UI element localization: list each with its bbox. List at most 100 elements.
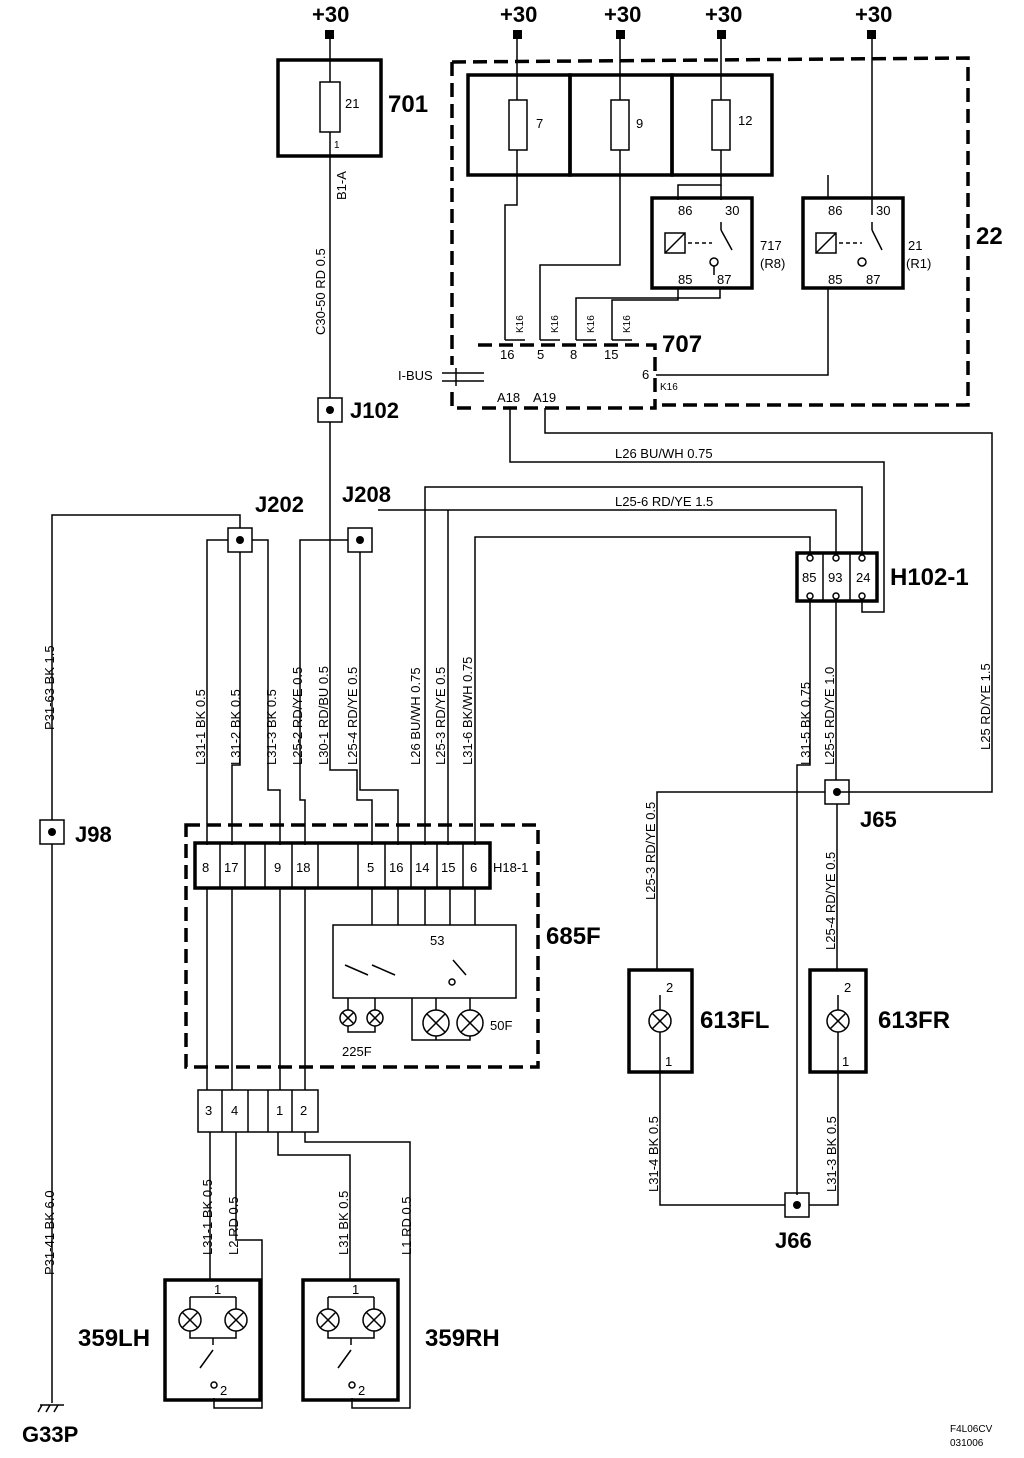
wire-l25-3: L25-3 RD/YE 0.5 (433, 667, 448, 765)
junction-j102: J102 (317, 397, 399, 423)
junction-j66: J66 (775, 1192, 812, 1253)
wire-l31-2: L31-2 BK 0.5 (228, 689, 243, 765)
wire-l25-6: L25-6 RD/YE 1.5 (615, 494, 713, 509)
wire-fl-bot: L31-4 BK 0.5 (646, 1116, 661, 1192)
k16-a: K16 (515, 315, 526, 333)
lower-pin4: 4 (231, 1103, 238, 1118)
junction-j208: J208 (342, 482, 391, 553)
lamp-359rh-pin2: 2 (358, 1383, 365, 1398)
lamp-359lh: 1 2 359LH (78, 1278, 262, 1402)
supply-label-12: +30 (705, 2, 742, 27)
wire-l31-5: L31-5 BK 0.75 (798, 682, 813, 765)
wire-fr-top: L25-4 RD/YE 0.5 (823, 852, 838, 950)
wire-rh-a: L31 BK 0.5 (336, 1191, 351, 1255)
lamp-359rh-label: 359RH (425, 1325, 500, 1352)
lower-pin1: 1 (276, 1103, 283, 1118)
relay-717-pin85: 85 (678, 272, 692, 287)
lamp-359lh-label: 359LH (78, 1325, 150, 1352)
supply-label-7: +30 (500, 2, 537, 27)
wire-l25: L25 RD/YE 1.5 (978, 663, 993, 750)
lamp-613fl-pin1: 1 (665, 1054, 672, 1069)
wire-l30-1: L30-1 RD/BU 0.5 (316, 666, 331, 765)
wire-fr-bot: L31-3 BK 0.5 (824, 1116, 839, 1192)
lamp-359rh-pin1: 1 (352, 1282, 359, 1297)
wire-l25-5: L25-5 RD/YE 1.0 (822, 667, 837, 765)
relay-717-pin30: 30 (725, 203, 739, 218)
relay-717: 86 30 85 87 717 (R8) (575, 196, 785, 340)
h102-pin85: 85 (802, 570, 816, 585)
relay-717-sub: (R8) (760, 256, 785, 271)
lamp-50f-b (456, 1009, 484, 1037)
h18-pin16: 16 (389, 860, 403, 875)
module-707-pin16: 16 (500, 347, 514, 362)
wire-b1a: B1-A (334, 171, 349, 200)
module-707-pin8: 8 (570, 347, 577, 362)
lamp-225f-b (366, 1009, 384, 1027)
h18-pin8: 8 (202, 860, 209, 875)
lamp-359lh-pin2: 2 (220, 1383, 227, 1398)
module-707-a19: A19 (533, 390, 556, 405)
h18-pin18: 18 (296, 860, 310, 875)
wire-lh-a: L31-1 BK 0.5 (200, 1179, 215, 1255)
module-707-label: 707 (662, 331, 702, 358)
relay-717-pin86: 86 (678, 203, 692, 218)
lamp-613fr-label: 613FR (878, 1007, 950, 1034)
h18-pin15: 15 (441, 860, 455, 875)
j202-label: J202 (255, 492, 304, 517)
relay-21-pin85: 85 (828, 272, 842, 287)
j208-label: J208 (342, 482, 391, 507)
junction-j98: J98 (39, 819, 112, 847)
wire-l26: L26 BU/WH 0.75 (408, 667, 423, 765)
wire-l31-3: L31-3 BK 0.5 (264, 689, 279, 765)
connector-lower: 3 4 1 2 (197, 1089, 319, 1133)
lamp-613fl: 2 1 613FL (627, 968, 769, 1074)
relay-21-pin86: 86 (828, 203, 842, 218)
lamp-359rh: 1 2 359RH (301, 1278, 500, 1402)
fusebox-22: 22 7 9 12 (450, 56, 1003, 410)
h18-label: H18-1 (493, 860, 528, 875)
ground-label: G33P (22, 1422, 78, 1447)
h18-pin14: 14 (415, 860, 429, 875)
wire-l25-2: L25-2 RD/YE 0.5 (290, 667, 305, 765)
connector-h102-1: 85 93 24 H102-1 (795, 551, 969, 603)
relay-21: 86 30 85 87 21 (R1) (656, 175, 931, 376)
wire-c30: C30-50 RD 0.5 (313, 248, 328, 335)
k16-c: K16 (586, 315, 597, 333)
ibus-label: I-BUS (398, 368, 433, 383)
lamp-50f-label: 50F (490, 1018, 512, 1033)
wire-fl-top: L25-3 RD/YE 0.5 (643, 802, 658, 900)
lamp-613fl-label: 613FL (700, 1007, 769, 1034)
junction-j65: J65 (824, 779, 897, 832)
relay-21-pin30: 30 (876, 203, 890, 218)
fuse-701-number: 21 (345, 96, 359, 111)
relay-717-pin87: 87 (717, 272, 731, 287)
supply-label-9: +30 (604, 2, 641, 27)
relay-21-sub: (R1) (906, 256, 931, 271)
fuse-9-label: 9 (636, 116, 643, 131)
lamp-359lh-pin1: 1 (214, 1282, 221, 1297)
wire-p31-63: P31-63 BK 1.5 (42, 645, 57, 730)
fuse-701-pin: 1 (334, 140, 340, 151)
lamp-613fr-pin1: 1 (842, 1054, 849, 1069)
k16-b: K16 (550, 315, 561, 333)
lamp-225f-a (339, 1009, 357, 1027)
h18-pin17: 17 (224, 860, 238, 875)
wire-lh-b: L2 RD 0.5 (226, 1196, 241, 1255)
h102-pin93: 93 (828, 570, 842, 585)
h102-label: H102-1 (890, 564, 969, 591)
h102-pin24: 24 (856, 570, 870, 585)
h18-pin6: 6 (470, 860, 477, 875)
supply-label-701: +30 (312, 2, 349, 27)
relay-21-label: 21 (908, 238, 922, 253)
wire-l31-1: L31-1 BK 0.5 (193, 689, 208, 765)
lower-pin2: 2 (300, 1103, 307, 1118)
lamp-613fr-pin2: 2 (844, 980, 851, 995)
fusebox-22-label: 22 (976, 223, 1003, 250)
footer-code: F4L06CV (950, 1424, 993, 1435)
lamp-225f-label: 225F (342, 1044, 372, 1059)
relay-21-pin87: 87 (866, 272, 880, 287)
module-707-a18: A18 (497, 390, 520, 405)
lamp-50f-a (422, 1009, 450, 1037)
module-707: 707 K16 K16 K16 K16 16 5 8 15 6 K16 A18 … (398, 315, 702, 410)
